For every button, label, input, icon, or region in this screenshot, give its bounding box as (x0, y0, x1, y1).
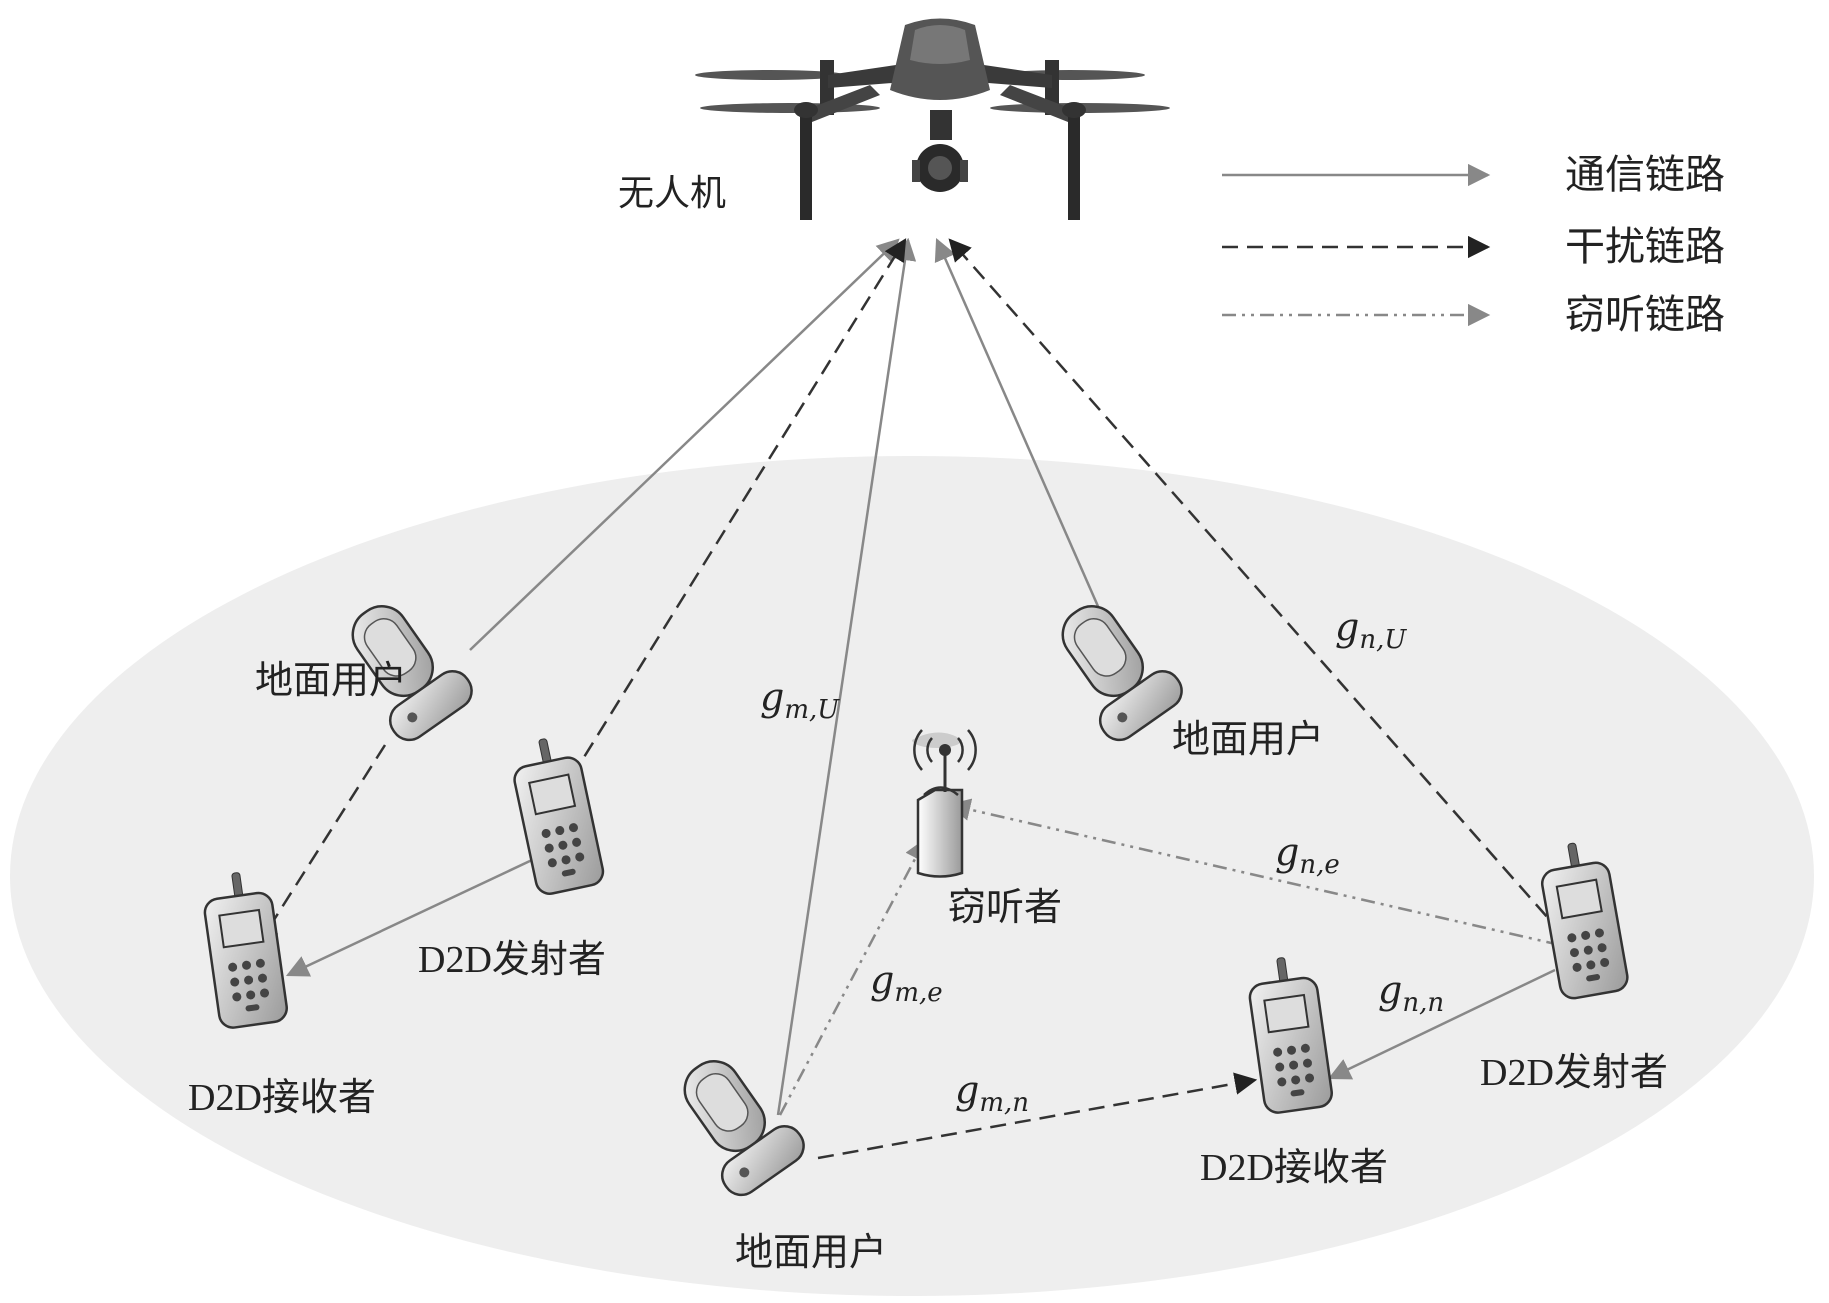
comm-link-gu1-uav (469, 238, 900, 651)
channel-label-g-ne: gn,e (1275, 830, 1340, 880)
g-mU-sub: m,U (784, 695, 840, 725)
uav-drone-icon (695, 18, 1170, 220)
channel-label-g-nn: gn,n (1378, 968, 1444, 1018)
interference-links (256, 238, 1564, 1160)
g-ne-base: g (1275, 830, 1299, 874)
ground-user-1-label: 地面用户 (255, 658, 407, 702)
channel-label-g-me: gm,e (870, 958, 943, 1008)
g-mn-base: g (955, 1068, 979, 1112)
g-nn-base: g (1378, 968, 1402, 1012)
ground-user-3-icon (683, 1060, 805, 1197)
ground-user-1-icon (351, 605, 473, 742)
channel-label-g-nU: gn,U (1335, 605, 1407, 655)
ground-user-2-label: 地面用户 (1172, 717, 1324, 761)
eavesdropper-tower-icon (912, 729, 977, 878)
legend: 通信链路 干扰链路 窃听链路 (1222, 152, 1725, 338)
g-nU-sub: n,U (1359, 625, 1407, 655)
d2d-rx-1-icon (203, 872, 288, 1029)
comm-link-tx2-rx2 (1327, 968, 1556, 1080)
legend-interference-label: 干扰链路 (1565, 224, 1725, 270)
g-me-sub: m,e (894, 978, 942, 1008)
d2d-tx-1-icon (513, 738, 605, 895)
interf-link-gu1-rx1 (256, 744, 387, 947)
g-mn-sub: m,n (979, 1088, 1029, 1118)
interf-link-tx2-uav (948, 238, 1564, 936)
comm-link-gu3-uav (776, 237, 917, 1116)
ground-user-1-label-text: 地面用户 (255, 658, 407, 702)
comm-link-gu2-uav (934, 237, 1117, 646)
legend-communication-label: 通信链路 (1565, 152, 1725, 198)
d2d-rx-2-icon (1248, 957, 1333, 1114)
eaves-link-gu3-eve (778, 838, 927, 1116)
ground-user-3-label: 地面用户 (735, 1230, 887, 1274)
d2d-rx-2-label: D2D接收者 (1200, 1147, 1388, 1189)
g-me-base: g (870, 958, 894, 1002)
comm-link-tx1-rx1 (285, 858, 533, 977)
channel-label-g-mn: gm,n (955, 1068, 1029, 1118)
g-mU-base: g (760, 675, 784, 719)
d2d-rx-1-label: D2D接收者 (188, 1077, 376, 1119)
d2d-tx-1-label: D2D发射者 (418, 939, 606, 981)
eavesdrop-links (778, 798, 1561, 1116)
ground-user-2-icon (1061, 605, 1183, 742)
g-ne-sub: n,e (1299, 850, 1339, 880)
coverage-area (10, 456, 1814, 1296)
interf-link-tx1-uav (543, 238, 907, 821)
eavesdropper-label: 窃听者 (948, 885, 1062, 929)
g-nn-sub: n,n (1402, 988, 1444, 1018)
eaves-link-tx2-eve (947, 798, 1561, 947)
channel-label-g-mU: gm,U (760, 675, 840, 725)
g-nU-base: g (1335, 605, 1359, 649)
d2d-tx-2-icon (1540, 842, 1629, 1000)
drone-label: 无人机 (618, 173, 726, 214)
d2d-tx-2-label: D2D发射者 (1480, 1052, 1668, 1094)
communication-links (285, 237, 1556, 1116)
legend-eavesdrop-label: 窃听链路 (1565, 292, 1725, 338)
